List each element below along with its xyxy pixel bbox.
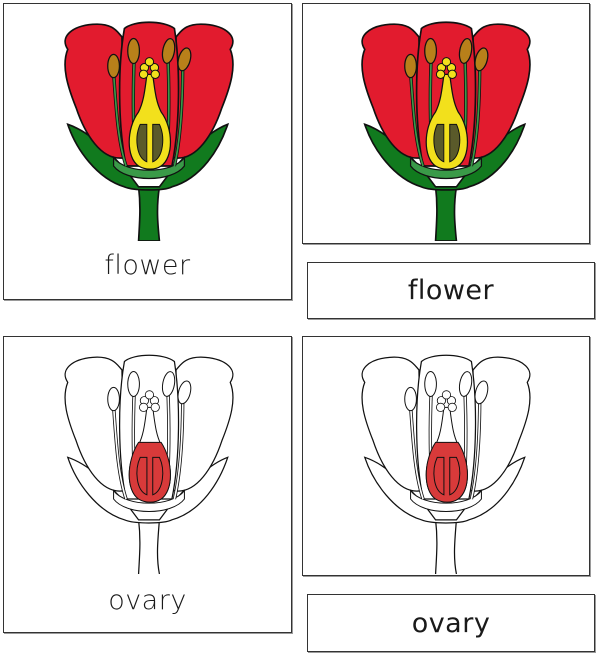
flower-outline-ovary-illustration — [14, 349, 284, 574]
picture-card-flower — [302, 3, 590, 244]
control-card-caption: ovary — [108, 585, 187, 616]
control-card-ovary: ovary — [3, 336, 292, 633]
picture-card-ovary — [302, 336, 590, 576]
label-card-flower: flower — [307, 262, 595, 319]
control-card-flower: flower — [3, 3, 292, 300]
control-card-caption: flower — [104, 250, 191, 281]
label-card-text: ovary — [411, 607, 491, 639]
flower-outline-ovary-illustration — [311, 349, 581, 574]
label-card-ovary: ovary — [307, 594, 595, 652]
flower-color-illustration — [311, 16, 581, 241]
flower-color-illustration — [14, 16, 284, 241]
label-card-text: flower — [407, 275, 495, 306]
